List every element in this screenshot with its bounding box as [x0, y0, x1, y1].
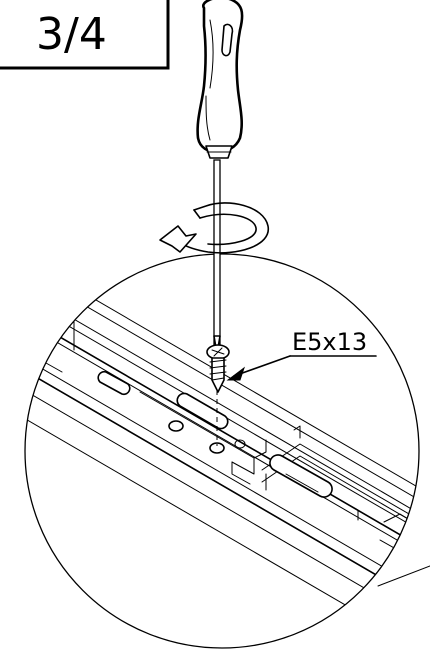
screw-callout-label: E5x13	[292, 328, 367, 356]
screw-callout-leader	[233, 355, 291, 377]
slot-hole-middle	[176, 392, 229, 430]
screwdriver	[159, 0, 269, 349]
slot-hole-left	[97, 370, 131, 396]
rotation-arrow-icon	[159, 202, 269, 254]
handle-grip-slot	[221, 23, 234, 57]
step-indicator-box	[0, 0, 170, 70]
screw-callout-arrowhead	[226, 366, 245, 381]
screw-callout: E5x13	[226, 328, 377, 381]
step-indicator: 3/4	[0, 0, 170, 70]
screw	[206, 344, 230, 393]
round-hole-screw	[209, 442, 225, 454]
detail-view	[24, 253, 430, 649]
slot-hole-right	[269, 454, 333, 498]
detail-leader-line	[377, 565, 430, 587]
screwdriver-handle	[196, 0, 244, 154]
round-hole-small	[168, 420, 184, 432]
frame-rail	[25, 254, 419, 648]
step-indicator-label: 3/4	[36, 9, 107, 60]
